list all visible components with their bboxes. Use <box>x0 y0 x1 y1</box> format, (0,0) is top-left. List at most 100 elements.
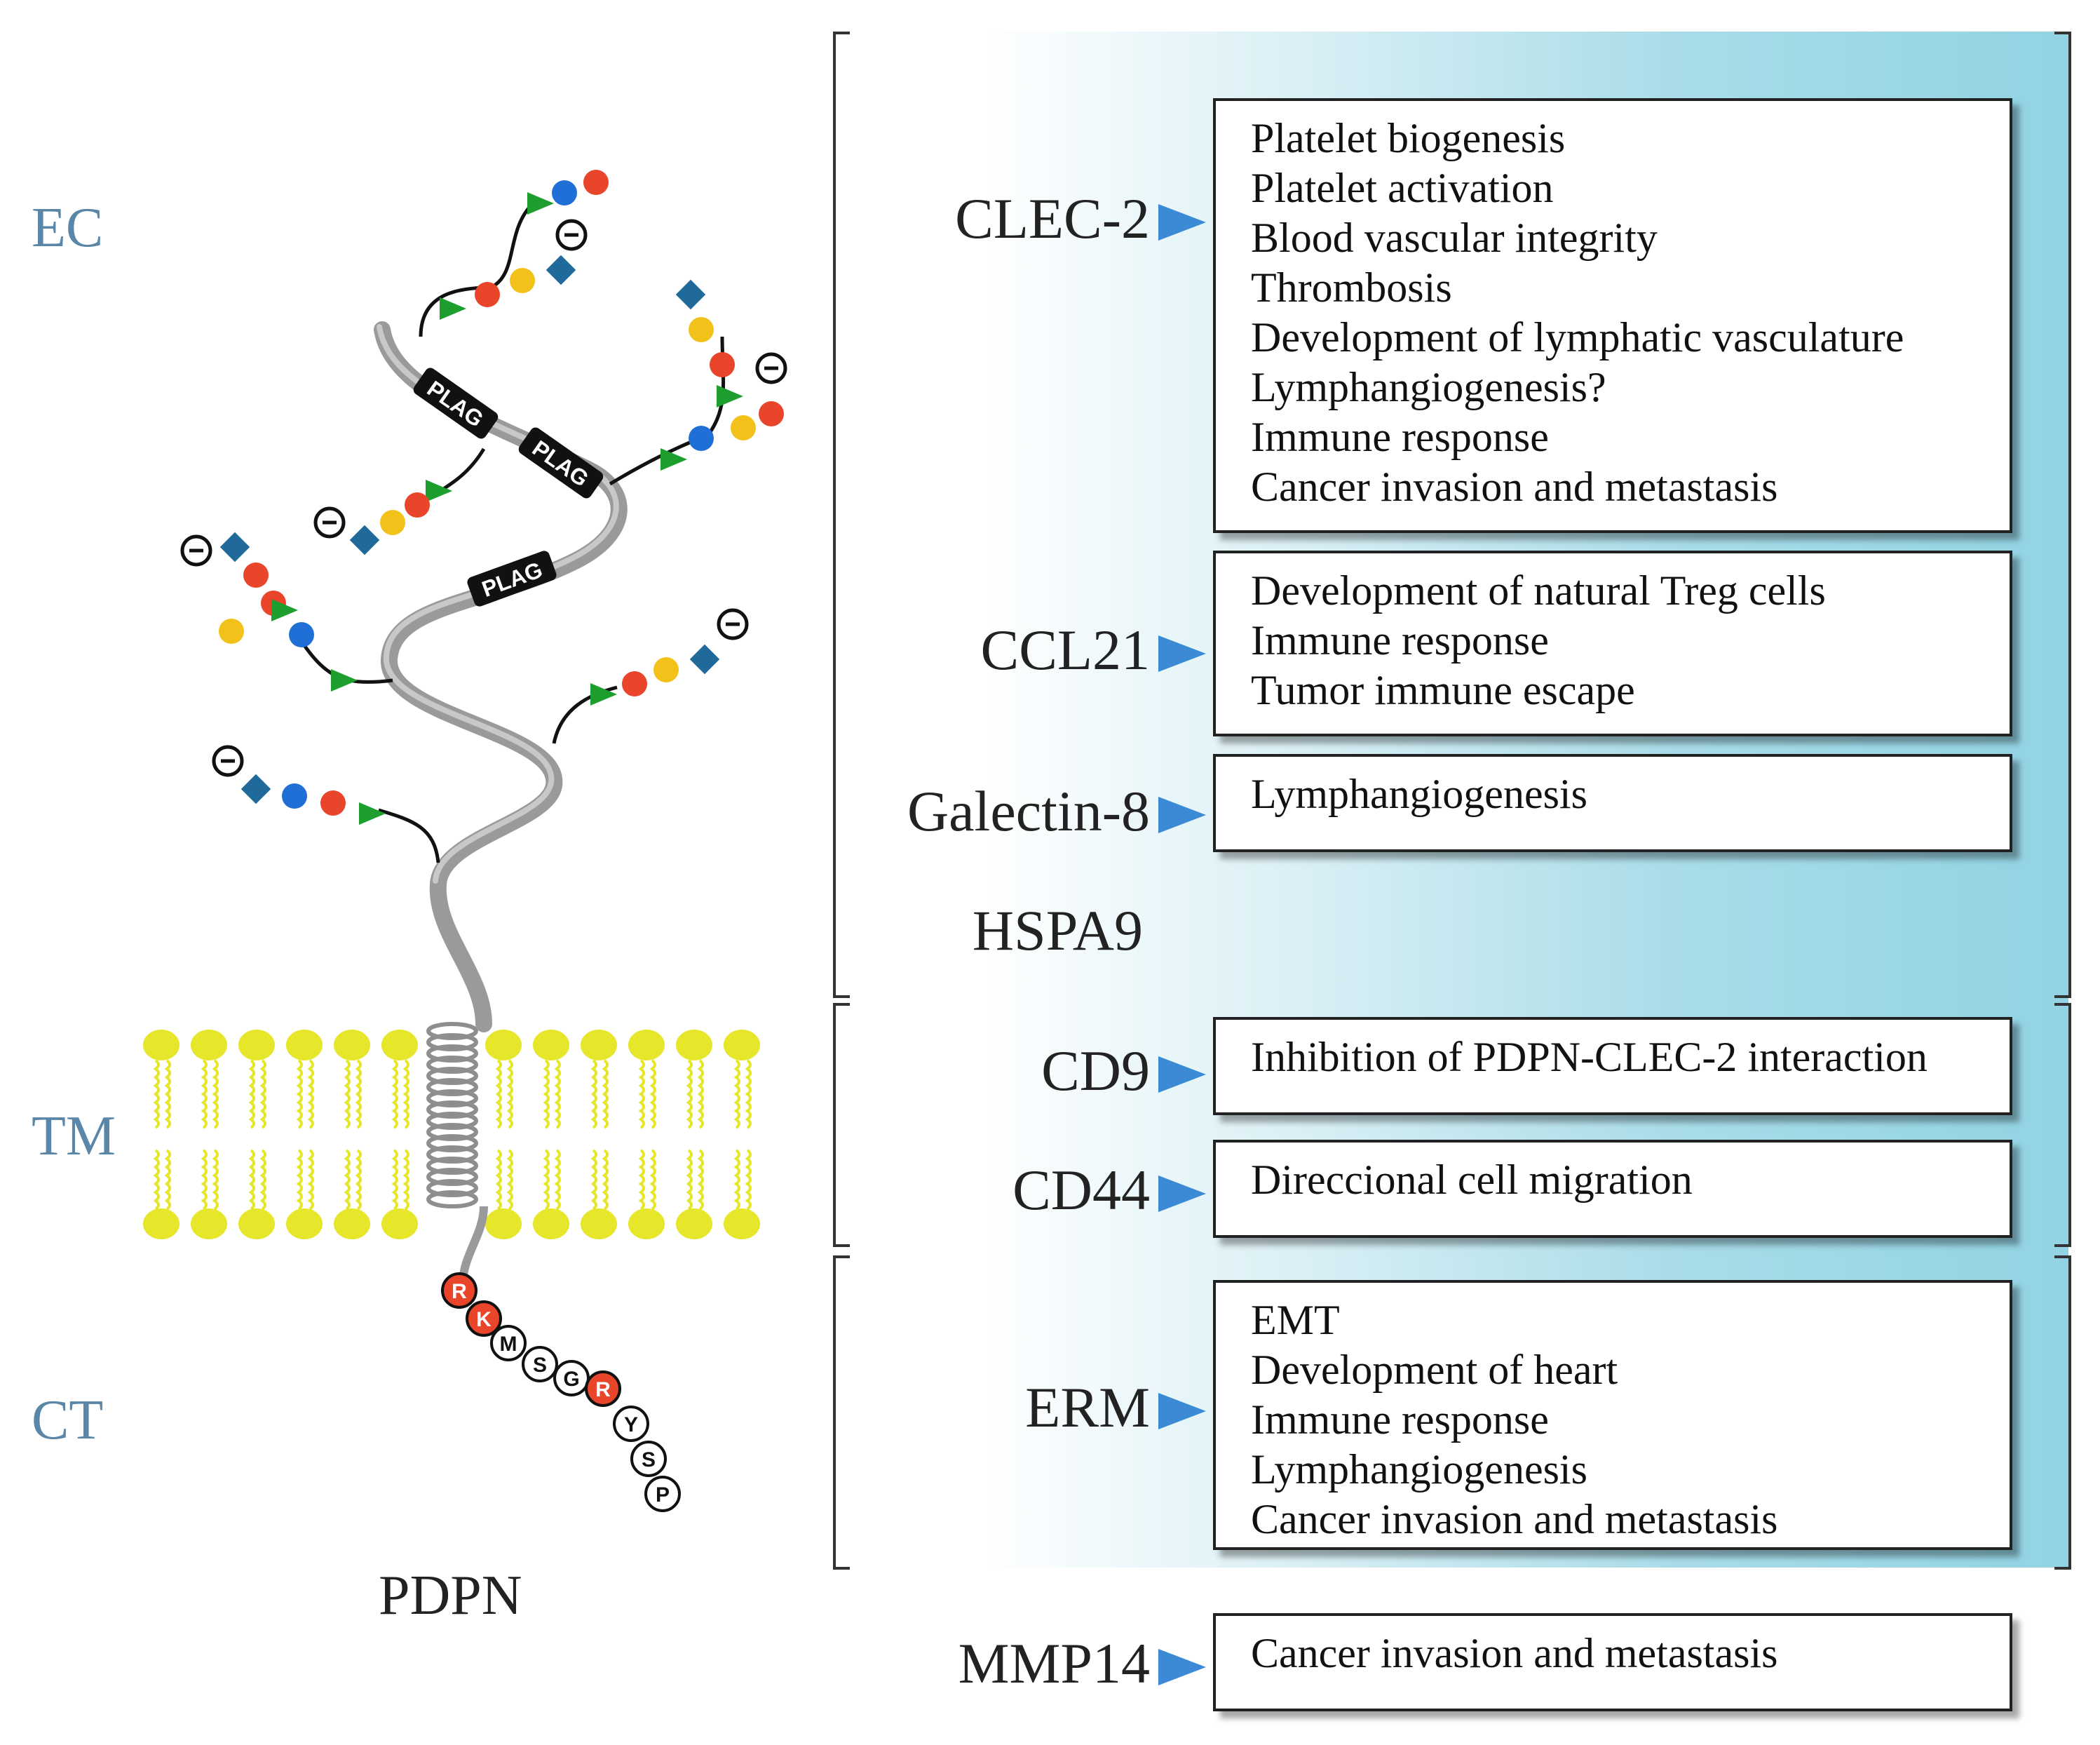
lipid-0 <box>143 1030 179 1239</box>
ct-bracket-right <box>2054 1255 2071 1570</box>
residue-letter: G <box>563 1368 579 1391</box>
residue-letter: R <box>452 1280 467 1303</box>
membrane-bilayer <box>143 1030 760 1239</box>
helix-turn <box>426 1067 478 1085</box>
tm-bracket-left <box>833 1003 850 1247</box>
function-item: Platelet activation <box>1251 165 1554 211</box>
ct-bracket-left <box>833 1255 850 1570</box>
function-item: Inhibition of PDPN-CLEC-2 interaction <box>1251 1034 1928 1080</box>
ec-bracket-left <box>833 32 850 998</box>
region-label-ec: EC <box>32 197 104 259</box>
function-box: Inhibition of PDPN-CLEC-2 interaction <box>1213 1017 2012 1115</box>
function-item: Development of heart <box>1251 1347 1618 1393</box>
helix-turn <box>426 1168 478 1186</box>
ligand-galectin-8: Galectin-8 <box>907 779 1150 843</box>
helix-turn <box>426 1179 478 1197</box>
function-item: Blood vascular integrity <box>1251 215 1658 261</box>
glycan-chain-0 <box>419 170 609 337</box>
function-item: Immune response <box>1251 414 1549 460</box>
residue-4: G <box>553 1360 590 1396</box>
function-item: Development of lymphatic vasculature <box>1251 314 1904 361</box>
helix-turn <box>426 1033 478 1051</box>
function-item: EMT <box>1251 1297 1340 1343</box>
glycan-chain-4 <box>552 608 749 744</box>
helix-turn <box>426 1022 478 1040</box>
lipid-6 <box>485 1030 522 1239</box>
residue-8: P <box>644 1476 681 1512</box>
helix-turn <box>426 1112 478 1130</box>
residue-letter: R <box>595 1378 611 1401</box>
function-item: Immune response <box>1251 617 1549 663</box>
function-item: Tumor immune escape <box>1251 667 1635 713</box>
helix-turn <box>426 1078 478 1096</box>
lipid-9 <box>628 1030 665 1239</box>
residue-0: R <box>441 1272 477 1309</box>
ligand-cd44: CD44 <box>1012 1158 1150 1222</box>
helix-turn <box>426 1123 478 1141</box>
function-item: Development of natural Treg cells <box>1251 567 1826 614</box>
glycan-chains <box>180 170 787 863</box>
pdpn-extracellular-chain <box>374 321 628 1032</box>
function-item: Cancer invasion and metastasis <box>1251 1496 1778 1542</box>
pdpn-cytoplasmic-chain <box>459 1206 488 1284</box>
function-item: Lymphangiogenesis <box>1251 771 1587 817</box>
interaction-arrow <box>1158 1649 1206 1685</box>
lipid-5 <box>381 1030 418 1239</box>
helix-turn <box>426 1100 478 1119</box>
residue-1: K <box>466 1300 502 1337</box>
helix-turn <box>426 1157 478 1175</box>
transmembrane-helix <box>426 1022 478 1208</box>
helix-turn <box>426 1056 478 1074</box>
lipid-10 <box>676 1030 712 1239</box>
pdpn-chain-highlight <box>377 324 619 884</box>
function-item: Thrombosis <box>1251 264 1452 311</box>
protein-label: PDPN <box>379 1565 522 1626</box>
function-item: Lymphangiogenesis? <box>1251 364 1606 410</box>
residue-2: M <box>490 1325 527 1361</box>
interaction-arrow <box>1158 1393 1206 1429</box>
ligand-clec-2: CLEC-2 <box>955 187 1150 250</box>
lipid-4 <box>334 1030 370 1239</box>
function-box: Cancer invasion and metastasis <box>1213 1613 2012 1711</box>
function-item: Cancer invasion and metastasis <box>1251 1630 1778 1676</box>
residue-letter: P <box>656 1483 670 1507</box>
residue-letter: S <box>642 1448 656 1471</box>
helix-turn <box>426 1145 478 1164</box>
helix-turn <box>426 1089 478 1107</box>
interaction-arrow <box>1158 1056 1206 1093</box>
lipid-7 <box>533 1030 569 1239</box>
function-item: Immune response <box>1251 1396 1549 1443</box>
function-item: Platelet biogenesis <box>1251 115 1566 161</box>
residue-5: R <box>585 1370 621 1407</box>
lipid-1 <box>191 1030 227 1239</box>
ec-bracket-right <box>2054 32 2071 998</box>
function-item: Cancer invasion and metastasis <box>1251 464 1778 510</box>
glycan-chain-1 <box>609 279 787 486</box>
ligand-ccl21: CCL21 <box>980 618 1150 682</box>
function-box: Direccional cell migration <box>1213 1140 2012 1238</box>
glycan-chain-2 <box>313 447 486 555</box>
residue-7: S <box>630 1441 667 1477</box>
ligand-cd9: CD9 <box>1041 1039 1150 1103</box>
function-box: Lymphangiogenesis <box>1213 754 2012 852</box>
ligand-hspa9: HSPA9 <box>972 898 1143 962</box>
residue-letter: K <box>476 1308 492 1331</box>
interaction-arrow <box>1158 204 1206 241</box>
function-item: Direccional cell migration <box>1251 1157 1693 1203</box>
interaction-arrow <box>1158 635 1206 672</box>
ligand-mmp14: MMP14 <box>958 1631 1150 1695</box>
region-label-tm: TM <box>32 1105 116 1167</box>
helix-turn <box>426 1190 478 1208</box>
helix-turn <box>426 1044 478 1063</box>
interaction-arrow <box>1158 797 1206 833</box>
residue-letter: S <box>533 1354 547 1377</box>
lipid-11 <box>724 1030 760 1239</box>
plag-motif-2: PLAG <box>467 551 557 607</box>
lipid-2 <box>238 1030 275 1239</box>
residue-letter: Y <box>624 1413 638 1436</box>
lipid-8 <box>581 1030 617 1239</box>
